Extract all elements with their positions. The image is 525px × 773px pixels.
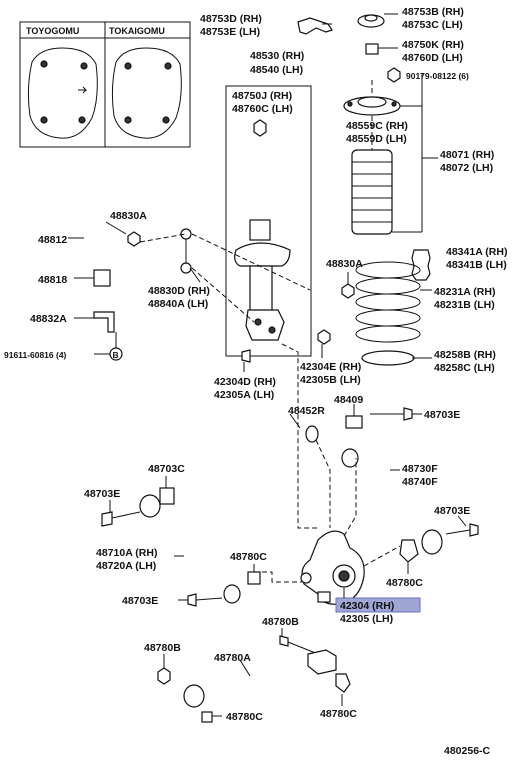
label-48830d: 48830D (RH) — [148, 285, 210, 297]
dust-boot-48559c-icon — [351, 149, 393, 235]
callout-b-letter: B — [113, 350, 119, 360]
label-48071: 48071 (RH) — [440, 149, 494, 161]
label-48703e-upper: 48703E — [424, 409, 460, 421]
gasket-toyogomu-icon — [27, 47, 98, 139]
label-48703e-right: 48703E — [434, 505, 470, 517]
bushing-48780c-bottom-left-icon — [201, 711, 213, 723]
spring-insulator-48258b-icon — [361, 350, 415, 366]
nut-42304e-icon — [317, 329, 331, 345]
inset-gasket-box: TOYOGOMU TOKAIGOMU — [19, 21, 191, 148]
bushing-48452r-icon — [305, 425, 319, 443]
label-48559d: 48559D (LH) — [346, 133, 407, 145]
label-48830a-upper: 48830A — [110, 210, 147, 222]
highlight-42304-box — [335, 597, 421, 613]
label-48341a: 48341A (RH) — [446, 246, 507, 258]
label-48540: 48540 (LH) — [250, 64, 303, 76]
bushing-48780c-mid-icon — [247, 571, 261, 585]
label-48780b-upper: 48780B — [262, 616, 299, 628]
label-48559c: 48559C (RH) — [346, 120, 408, 132]
bump-stopper-48341a-icon — [411, 249, 431, 281]
label-48753c: 48753C (LH) — [402, 19, 463, 31]
bolt-48703e-left-icon — [101, 511, 141, 527]
bushing-48780c-right-icon — [399, 539, 419, 563]
label-91611: 91611-60816 (4) — [4, 350, 67, 360]
bolt-48780b-icon — [279, 635, 319, 655]
label-42304e: 42304E (RH) — [300, 361, 361, 373]
washer-48409-icon — [345, 415, 363, 429]
nut-90179-icon — [387, 67, 401, 83]
label-48730f: 48730F — [402, 463, 438, 475]
label-48780c-right: 48780C — [386, 577, 423, 589]
coil-spring-48231a-icon — [355, 261, 421, 343]
bracket-48780b-left-icon — [157, 667, 171, 685]
label-48830a-lower: 48830A — [326, 258, 363, 270]
label-42305: 42305 (LH) — [340, 613, 393, 625]
label-48703c: 48703C — [148, 463, 185, 475]
label-48231a: 48231A (RH) — [434, 286, 495, 298]
lower-arm-48710a-icon — [139, 494, 241, 604]
label-48753e: 48753E (LH) — [200, 26, 260, 38]
label-48341b: 48341B (LH) — [446, 259, 507, 271]
label-48740f: 48740F — [402, 476, 438, 488]
label-48530: 48530 (RH) — [250, 50, 304, 62]
label-48409: 48409 — [334, 394, 363, 406]
stabilizer-link-48830d-icon — [180, 228, 192, 274]
bolt-48703e-bottom-icon — [187, 593, 223, 607]
bracket-48703c-icon — [159, 487, 175, 505]
label-48832a: 48832A — [30, 313, 67, 325]
label-48840a: 48840A (LH) — [148, 298, 208, 310]
label-48760c: 48760C (LH) — [232, 103, 293, 115]
nut-48830a-lower-icon — [341, 283, 355, 299]
label-48750k: 48750K (RH) — [402, 39, 464, 51]
label-48452r: 48452R — [288, 405, 325, 417]
label-48753d: 48753D (RH) — [200, 13, 262, 25]
upper-support-48071-icon — [343, 96, 401, 116]
knuckle-42304-icon — [300, 530, 365, 605]
gasket-tokaigomu-icon — [111, 47, 182, 139]
label-48753b: 48753B (RH) — [402, 6, 464, 18]
label-48780b-left: 48780B — [144, 642, 181, 654]
label-48760d: 48760D (LH) — [402, 52, 463, 64]
label-48703e-left: 48703E — [84, 488, 120, 500]
stabilizer-bar-48812-icon — [35, 207, 186, 266]
label-48750j: 48750J (RH) — [232, 90, 292, 102]
label-48720a: 48720A (LH) — [96, 560, 156, 572]
label-48780a: 48780A — [214, 652, 251, 664]
bolt-48703e-right-icon — [445, 523, 479, 537]
label-48780c-bottom-right: 48780C — [320, 708, 357, 720]
inset-label-toyogomu: TOYOGOMU — [26, 26, 79, 36]
label-48812: 48812 — [38, 234, 67, 246]
lateral-link-48730f-icon — [341, 448, 443, 555]
trailing-arm-48780a-icon — [183, 649, 337, 708]
label-48780c-mid: 48780C — [230, 551, 267, 563]
label-48710a: 48710A (RH) — [96, 547, 157, 559]
diagram-code: 480256-C — [444, 745, 491, 757]
bushing-48780c-bottom-right-icon — [335, 673, 351, 693]
label-42305a: 42305A (LH) — [214, 389, 274, 401]
inset-label-tokaigomu: TOKAIGOMU — [109, 26, 165, 36]
bracket-48832a-icon — [93, 311, 115, 333]
bushing-48818-icon — [93, 269, 111, 287]
label-90179: 90179-08122 (6) — [406, 71, 469, 81]
label-48780c-bottom-left: 48780C — [226, 711, 263, 723]
label-48258b: 48258B (RH) — [434, 349, 496, 361]
label-42305b: 42305B (LH) — [300, 374, 361, 386]
label-42304: 42304 (RH) — [340, 600, 394, 612]
bracket-48753d-icon — [297, 17, 333, 35]
label-48818: 48818 — [38, 274, 67, 286]
bolt-42304d-icon — [241, 349, 272, 363]
cap-48753b-icon — [357, 14, 385, 28]
bushing-48750k-icon — [365, 43, 379, 55]
label-42304d: 42304D (RH) — [214, 376, 276, 388]
nut-48830a-upper-icon — [127, 231, 141, 247]
label-48258c: 48258C (LH) — [434, 362, 495, 374]
bolt-48703e-upper-icon — [370, 407, 413, 421]
label-48231b: 48231B (LH) — [434, 299, 495, 311]
label-48703e-bottom: 48703E — [122, 595, 158, 607]
shock-absorber-48530-icon — [234, 119, 291, 341]
label-48072: 48072 (LH) — [440, 162, 493, 174]
